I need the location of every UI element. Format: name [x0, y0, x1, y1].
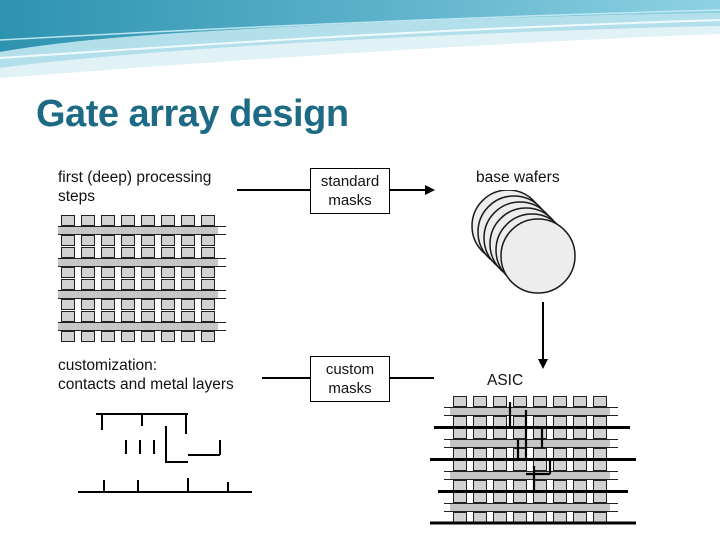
label-customization: customization: contacts and metal layers — [58, 356, 234, 394]
standard-masks-line2: masks — [328, 192, 372, 209]
gate-array-diagram: first (deep) processing steps — [38, 160, 698, 532]
arrow-down-line — [542, 302, 544, 360]
standard-masks-box: standard masks — [310, 168, 390, 214]
arrow-to-wafers-line — [390, 189, 426, 191]
label-asic: ASIC — [487, 372, 524, 389]
header-wave-decoration — [0, 0, 720, 78]
label-customization-line1: customization: — [58, 357, 158, 374]
asic-array-graphic — [430, 396, 636, 525]
custom-masks-box: custom masks — [310, 356, 390, 402]
label-first-processing-line1: first (deep) processing — [58, 169, 212, 186]
slide-title: Gate array design — [36, 93, 349, 135]
gate-array-graphic — [58, 215, 227, 343]
connector-bottom-right — [390, 377, 434, 379]
label-customization-line2: contacts and metal layers — [58, 376, 234, 393]
label-first-processing-line2: steps — [58, 188, 96, 205]
metal-routing-graphic — [78, 413, 252, 493]
wafer-stack-graphic — [471, 190, 576, 294]
arrowhead-down-icon — [538, 359, 548, 369]
custom-masks-line2: masks — [328, 380, 372, 397]
standard-masks-line1: standard — [320, 173, 380, 190]
connector-top-left — [237, 189, 310, 191]
arrowhead-right-icon — [425, 185, 435, 195]
label-base-wafers: base wafers — [476, 169, 560, 186]
connector-bottom-left — [262, 377, 310, 379]
custom-masks-line1: custom — [325, 361, 375, 378]
label-first-processing: first (deep) processing steps — [58, 168, 211, 206]
